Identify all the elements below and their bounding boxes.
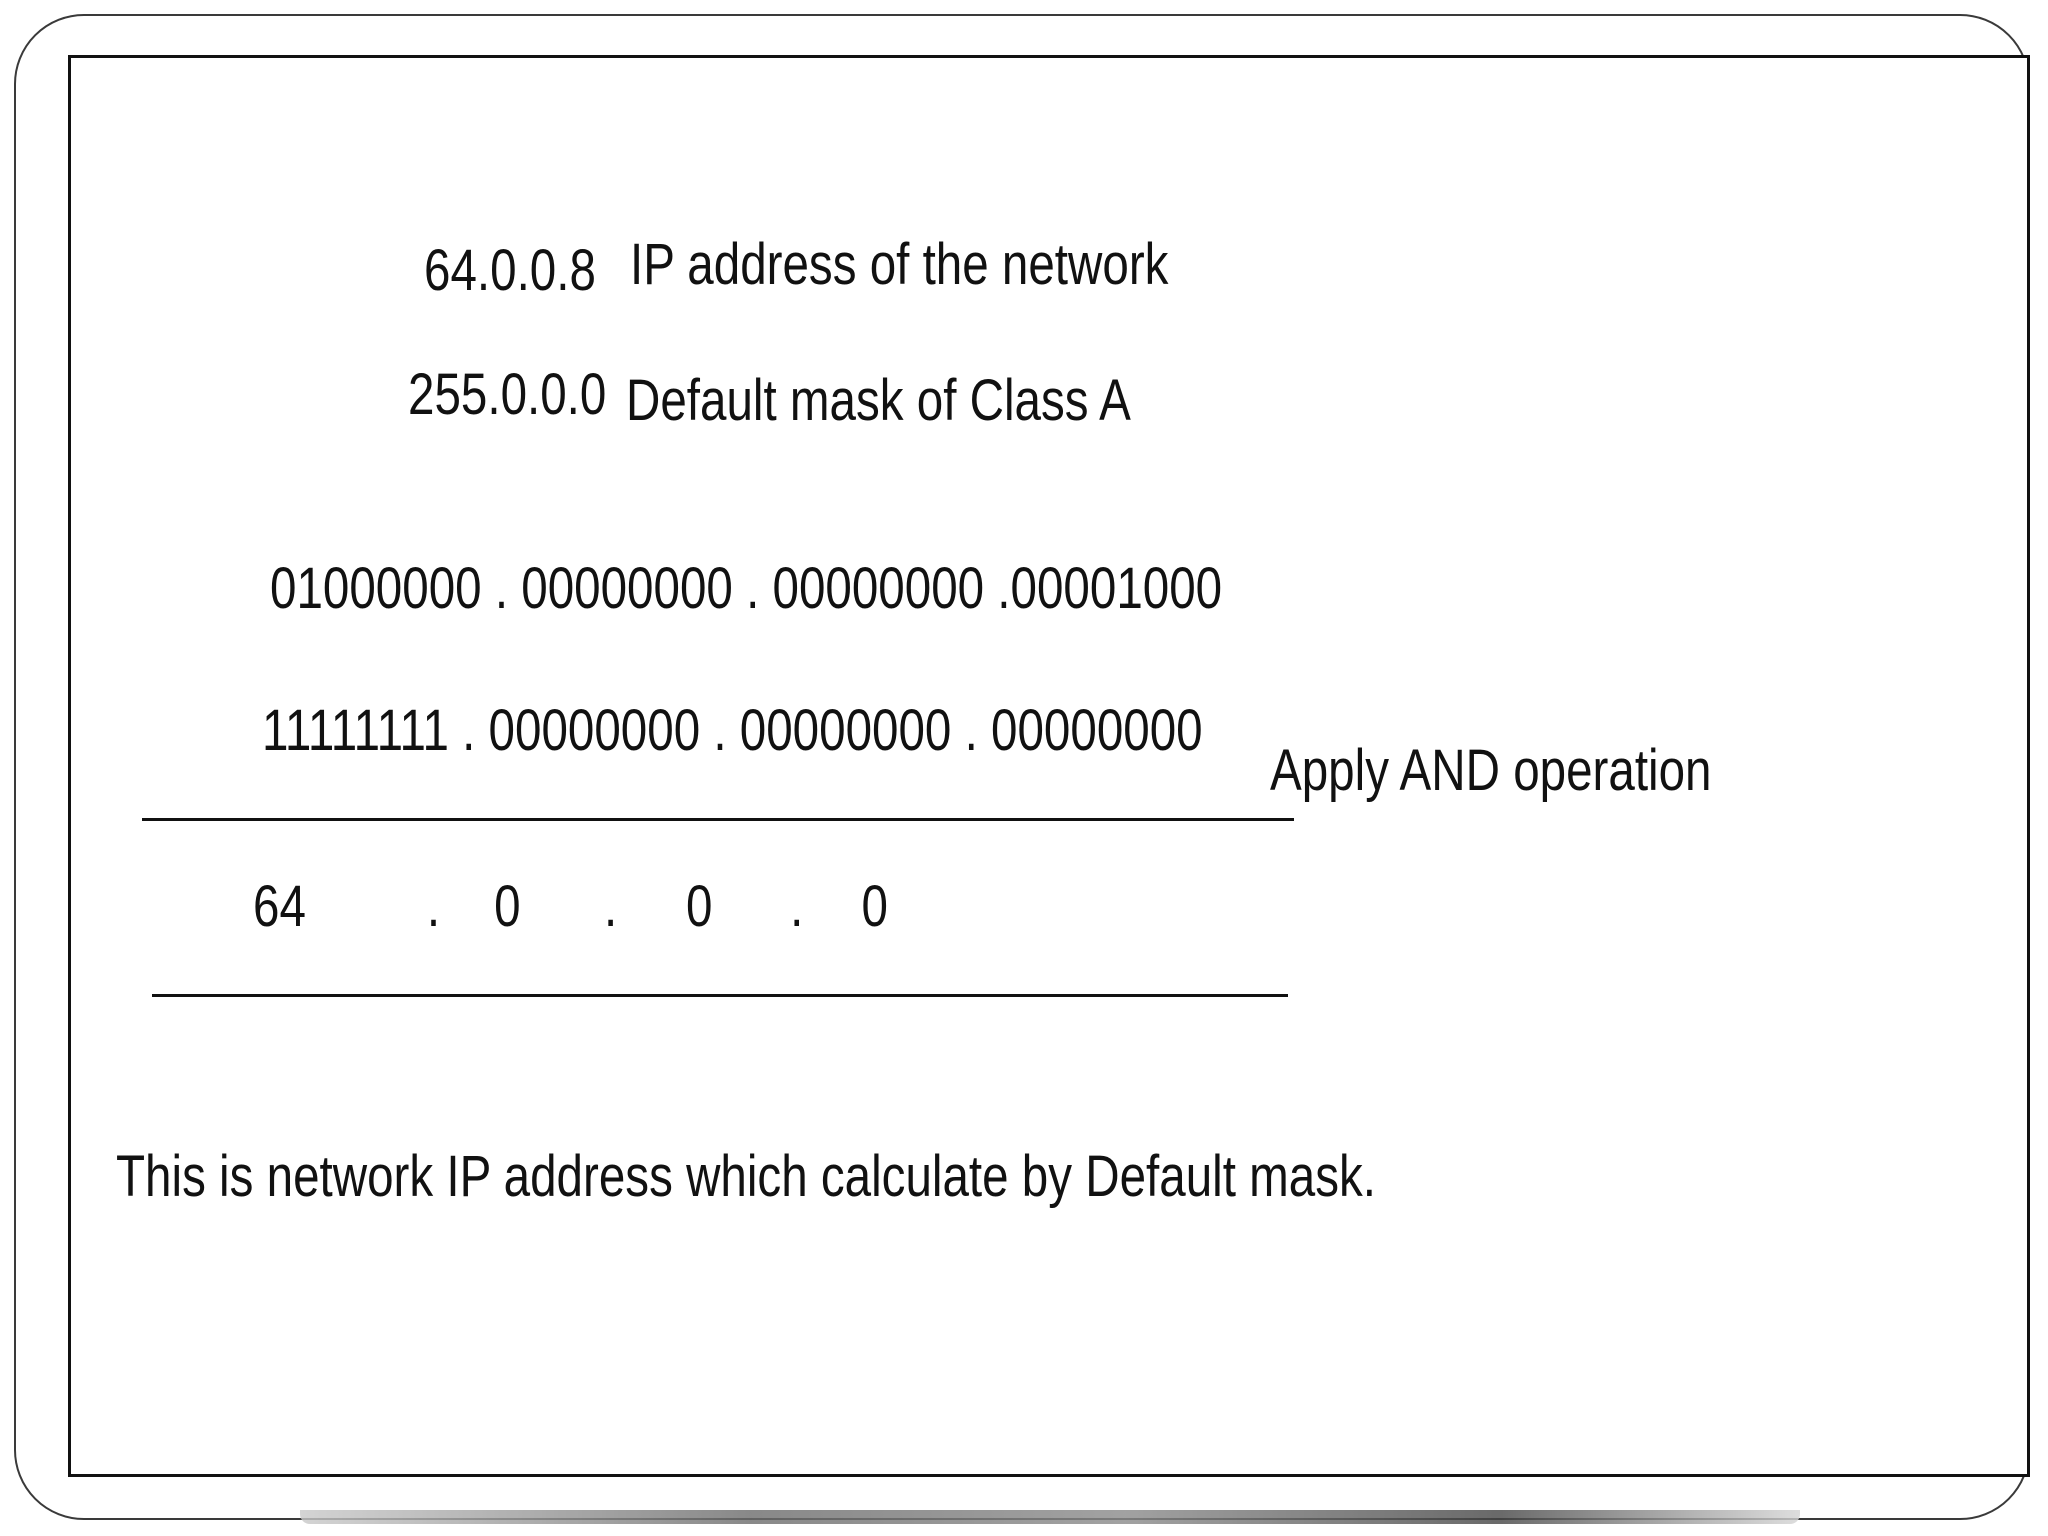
- conclusion-text: This is network IP address which calcula…: [116, 1144, 1376, 1209]
- default-mask-value: 255.0.0.0: [408, 362, 607, 427]
- ip-address-value: 64.0.0.8: [424, 238, 596, 303]
- binary-default-mask: 11111111 . 00000000 . 00000000 . 0000000…: [262, 698, 1203, 763]
- ip-address-label: IP address of the network: [630, 232, 1169, 297]
- result-dot-1: .: [426, 874, 441, 939]
- result-dot-3: .: [790, 874, 804, 939]
- result-octet-3: 0: [685, 874, 713, 939]
- result-bottom-rule: [152, 994, 1288, 997]
- network-address-result: 64 . 0 . 0 . 0: [253, 878, 1073, 948]
- slide-content-box: [68, 55, 2030, 1477]
- decorative-bottom-band: [300, 1510, 1800, 1524]
- binary-ip-address: 01000000 . 00000000 . 00000000 .00001000: [270, 556, 1223, 621]
- result-octet-2: 0: [494, 874, 521, 939]
- result-octet-4: 0: [861, 874, 888, 939]
- default-mask-label: Default mask of Class A: [626, 368, 1131, 433]
- result-top-rule: [142, 818, 1294, 821]
- result-octet-1: 64: [253, 874, 306, 939]
- and-operation-label: Apply AND operation: [1270, 738, 1712, 803]
- result-dot-2: .: [603, 874, 618, 939]
